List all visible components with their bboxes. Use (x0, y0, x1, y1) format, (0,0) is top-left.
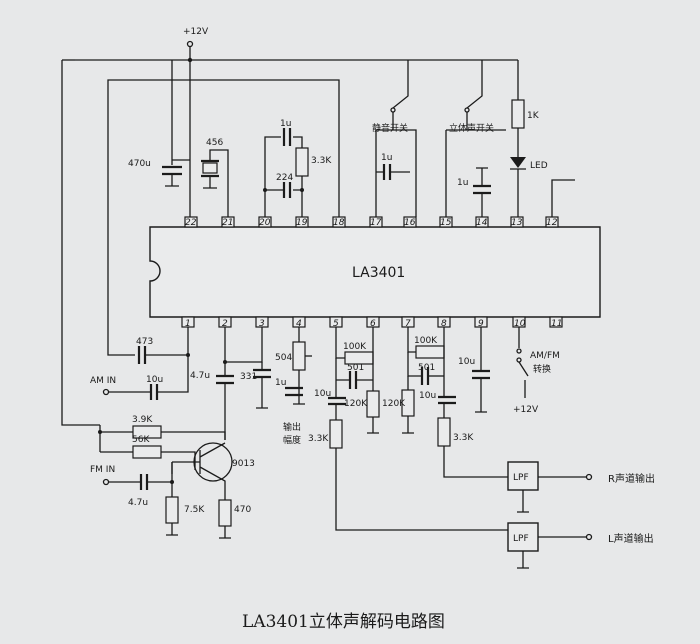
pin-7: 7 (405, 319, 411, 329)
vcc-rail: +12V (61, 27, 519, 426)
deemphasis-a: 100K 501 120K 10u 3.3K (308, 327, 508, 531)
mute-switch: 静音开关 1u (372, 60, 417, 217)
ic-la3401: LA3401 (149, 226, 601, 318)
c-1u-pin14: 1u (457, 167, 491, 217)
c-224-label: 224 (276, 173, 293, 183)
r-out-label: R声道输出 (608, 472, 655, 485)
c-1u-a-label: 1u (280, 119, 291, 129)
r-3k3-b-label: 3.3K (308, 434, 329, 444)
r-1k-label: 1K (527, 111, 540, 121)
pin-17: 17 (370, 218, 382, 228)
transistor-label: 9013 (232, 459, 255, 469)
c-10u-pin9: 10u (458, 327, 490, 413)
r-56k-label: 56K (132, 435, 150, 445)
l-out-label: L声道输出 (608, 532, 654, 545)
pin20-19-network: 1u 3.3K 224 (263, 119, 332, 217)
r-3k3-c-label: 3.3K (453, 433, 474, 443)
pin-3: 3 (259, 319, 265, 329)
pin-16: 16 (404, 218, 416, 228)
c-470u: 470u (128, 60, 190, 187)
output-amp-label-2: 幅度 (283, 434, 301, 446)
pot-504: 504 1u 输出 幅度 (275, 327, 312, 446)
pin-18: 18 (333, 218, 345, 228)
c-1u-b-label: 1u (381, 153, 392, 163)
pin-22: 22 (185, 218, 197, 228)
pin-15: 15 (440, 218, 452, 228)
mute-switch-label: 静音开关 (372, 122, 408, 134)
am-in-label: AM IN (90, 376, 116, 386)
vcc-bottom-label: +12V (513, 405, 539, 415)
pin2-3-network: 4.7u 331 (190, 327, 271, 440)
diagram-caption: LA3401立体声解码电路图 (242, 612, 445, 632)
crystal-456: 456 (201, 138, 229, 217)
pin-20: 20 (259, 218, 271, 228)
pot-504-label: 504 (275, 353, 292, 363)
c-331-label: 331 (240, 372, 257, 382)
pins-top: 22 21 20 19 18 17 16 15 14 13 12 (184, 216, 559, 228)
pin-21: 21 (222, 218, 233, 228)
c-10u-am-label: 10u (146, 375, 163, 385)
r-120k-b-label: 120K (382, 399, 406, 409)
c-4u7-b-label: 4.7u (128, 498, 148, 508)
pins-bottom: 1 2 3 4 5 6 7 8 9 10 11 (181, 316, 563, 329)
pin-9: 9 (478, 319, 484, 329)
fm-in-label: FM IN (90, 465, 115, 475)
r-100k-a-label: 100K (343, 342, 367, 352)
pin-2: 2 (222, 319, 228, 329)
pin-19: 19 (296, 218, 308, 228)
pin12-ground (551, 179, 575, 217)
crystal-label: 456 (206, 138, 223, 148)
r-100k-b-label: 100K (414, 336, 438, 346)
pin-13: 13 (511, 218, 523, 228)
r-7k5-label: 7.5K (184, 505, 205, 515)
switch-label: 转换 (533, 363, 551, 375)
c-1u-c-label: 1u (457, 178, 468, 188)
c-1u-d-label: 1u (275, 378, 286, 388)
am-fm-label: AM/FM (530, 351, 560, 361)
pin-12: 12 (546, 218, 558, 228)
am-fm-switch: AM/FM 转换 +12V (513, 327, 560, 415)
pin-11: 11 (551, 319, 562, 329)
c-4u7-a-label: 4.7u (190, 371, 210, 381)
r-470-label: 470 (234, 505, 251, 515)
ic-label: LA3401 (352, 265, 405, 281)
r-3k3-a-label: 3.3K (311, 156, 332, 166)
led-branch: 1K LED (510, 99, 548, 217)
c-501-b-label: 501 (418, 363, 435, 373)
c-470u-label: 470u (128, 159, 151, 169)
c-10u-b-label: 10u (419, 391, 436, 401)
r-3k9-label: 3.9K (132, 415, 153, 425)
lpf-right: LPF R声道输出 (507, 461, 655, 513)
lpf-left: LPF L声道输出 (507, 522, 654, 569)
fm-input-stage: 3.9K 56K 9013 FM IN 4.7u 7.5K 470 (90, 415, 255, 539)
c-10u-c-label: 10u (458, 357, 475, 367)
am-in: AM IN 10u (90, 353, 190, 400)
pin-10: 10 (514, 319, 526, 329)
lpf-r-label: LPF (513, 473, 529, 483)
deemphasis-b: 100K 501 120K 10u 3.3K (382, 327, 508, 478)
vcc-top-label: +12V (183, 27, 209, 37)
pin-14: 14 (476, 218, 488, 228)
led-label: LED (530, 161, 548, 171)
c-10u-a-label: 10u (314, 389, 331, 399)
c-473-label: 473 (136, 337, 153, 347)
pin-4: 4 (296, 319, 302, 329)
pin18-net (107, 79, 340, 356)
pin-8: 8 (441, 319, 447, 329)
lpf-l-label: LPF (513, 534, 529, 544)
stereo-switch-label: 立体声开关 (449, 122, 494, 134)
output-amp-label-1: 输出 (283, 421, 301, 433)
c-473: 473 (136, 327, 189, 364)
pin-1: 1 (185, 319, 191, 329)
pin-6: 6 (370, 319, 376, 329)
r-120k-a-label: 120K (344, 399, 368, 409)
stereo-switch: 立体声开关 (445, 60, 506, 217)
c-501-a-label: 501 (347, 363, 364, 373)
pin-5: 5 (333, 319, 339, 329)
